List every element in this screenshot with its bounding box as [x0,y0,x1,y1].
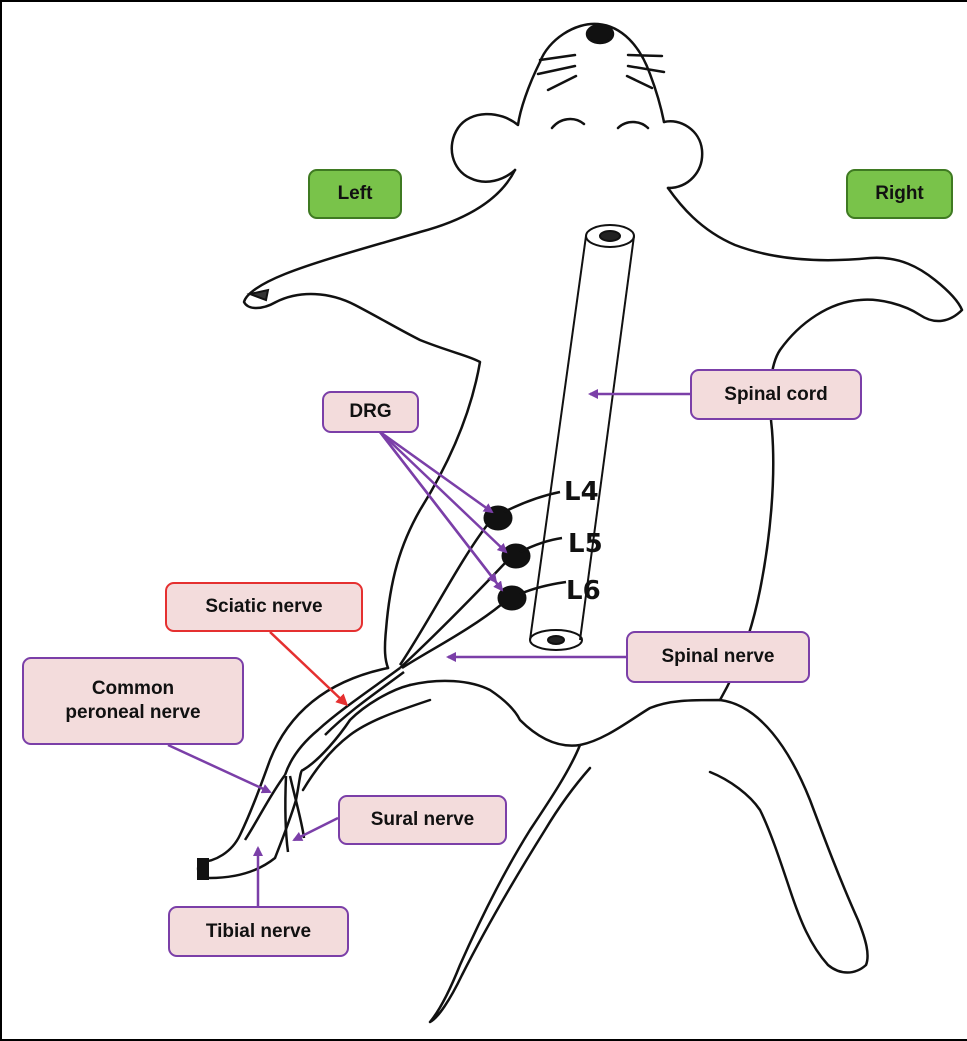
arrow-drg-l5 [380,432,506,552]
spinal-nerve-label: Spinal nerve [626,631,810,683]
drg-l5 [502,544,530,568]
rat-right-side-outline [668,188,962,700]
whisker-right-1 [628,55,662,56]
drg-label: DRG [322,391,419,433]
whisker-left-1 [540,55,575,60]
tibial-nerve-label: Tibial nerve [168,906,349,957]
nerve-roots [504,492,566,594]
arrow-common-peroneal [168,745,270,792]
vertebra-l6-label: L6 [566,576,601,606]
rat-right-cheek-ear [664,121,702,188]
sural-nerve-label: Sural nerve [338,795,507,845]
rat-face-details [538,25,664,128]
sciatic-nerve-label: Sciatic nerve [165,582,363,632]
rat-inner-thigh [303,700,430,790]
rat-hind-foot [197,858,209,880]
rat-right-eye [618,122,648,128]
arrow-sciatic-nerve [270,632,346,704]
rat-nose [587,25,613,43]
vertebra-l5-label: L5 [568,529,603,559]
whisker-right-3 [627,76,652,88]
common-peroneal-nerve-label: Common peroneal nerve [22,657,244,745]
vertebra-l4-label: L4 [564,477,599,507]
rat-left-cheek-ear [452,62,540,182]
whisker-left-3 [548,76,576,90]
arrow-drg-l4 [380,432,492,512]
drg-ganglia [484,506,530,610]
rat-tail [430,745,590,1022]
left-side-label: Left [308,169,402,219]
spinal-cord-label: Spinal cord [690,369,862,420]
right-side-label: Right [846,169,953,219]
rat-left-eye [552,119,584,128]
whisker-left-2 [538,66,575,74]
